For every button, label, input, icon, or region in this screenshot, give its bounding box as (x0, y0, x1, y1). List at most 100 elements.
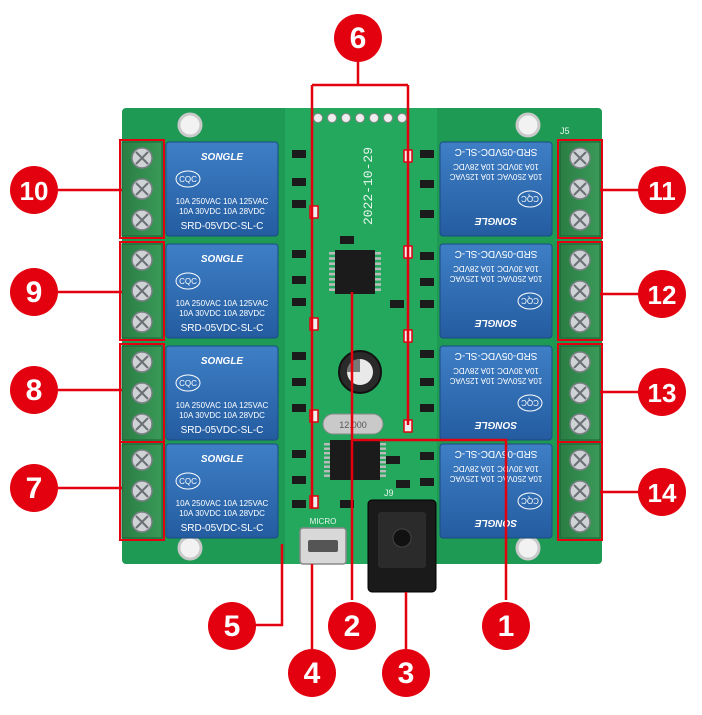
relay-badge: CQC (521, 194, 539, 203)
relay-rating-2: 10A 30VDC 10A 28VDC (453, 366, 539, 375)
smd-component (420, 452, 434, 460)
led-indicator (309, 317, 319, 331)
relay-model: SRD-05VDC-SL-C (455, 350, 538, 361)
relay-rating-2: 10A 30VDC 10A 28VDC (179, 207, 265, 216)
smd-component (292, 276, 306, 284)
relay-rating-2: 10A 30VDC 10A 28VDC (453, 464, 539, 473)
callout-number: 13 (648, 378, 677, 408)
relay-brand: SONGLE (201, 152, 244, 163)
callout-number: 10 (20, 176, 49, 206)
smd-component (292, 250, 306, 258)
relay-badge: CQC (521, 496, 539, 505)
relay-brand: SONGLE (201, 454, 244, 465)
callout-badge-12: 12 (638, 270, 686, 318)
smd-component (420, 350, 434, 358)
smd-component (420, 252, 434, 260)
relay-model: SRD-05VDC-SL-C (181, 221, 264, 232)
relay-badge: CQC (179, 477, 197, 486)
callout-badge-8: 8 (10, 366, 58, 414)
relay-badge: CQC (179, 379, 197, 388)
right-terminal-block-4 (559, 443, 601, 539)
callout-number: 6 (350, 22, 367, 55)
relay-badge: CQC (179, 175, 197, 184)
relay-rating-1: 10A 250VAC 10A 125VAC (176, 401, 269, 410)
microcontroller-chip (330, 440, 380, 480)
callout-number: 11 (648, 176, 676, 206)
relay-badge: CQC (521, 398, 539, 407)
relay-rating-1: 10A 250VAC 10A 125VAC (176, 299, 269, 308)
callout-number: 12 (648, 280, 677, 310)
relay-rating-1: 10A 250VAC 10A 125VAC (449, 474, 542, 483)
callout-number: 3 (398, 657, 415, 690)
left-terminal-block-3 (121, 345, 163, 441)
relay-rating-1: 10A 250VAC 10A 125VAC (176, 197, 269, 206)
led-indicator (309, 495, 319, 509)
callout-badge-4: 4 (288, 649, 336, 697)
relay-model: SRD-05VDC-SL-C (181, 425, 264, 436)
relay-model: SRD-05VDC-SL-C (455, 146, 538, 157)
smd-component (292, 200, 306, 208)
pin-header (313, 113, 407, 123)
callout-badge-3: 3 (382, 649, 430, 697)
smd-component (292, 298, 306, 306)
led-indicator (309, 205, 319, 219)
mounting-hole-top-left (177, 112, 203, 138)
smd-component (340, 500, 354, 508)
relay-brand: SONGLE (475, 317, 518, 328)
relay-rating-2: 10A 30VDC 10A 28VDC (453, 162, 539, 171)
smd-component (420, 278, 434, 286)
shift-register-chip (335, 250, 375, 294)
terminal-label: J5 (560, 126, 570, 136)
right-terminal-block-2 (559, 243, 601, 339)
relay-brand: SONGLE (475, 517, 518, 528)
power-jack-label: J9 (384, 488, 394, 498)
smd-component (292, 500, 306, 508)
callout-number: 8 (26, 374, 43, 407)
smd-component (390, 300, 404, 308)
callout-badge-5: 5 (208, 602, 256, 650)
mounting-hole-bottom-right (515, 535, 541, 561)
callout-number: 4 (304, 657, 321, 690)
relay-rating-1: 10A 250VAC 10A 125VAC (449, 172, 542, 181)
relay-model: SRD-05VDC-SL-C (181, 323, 264, 334)
smd-component (386, 456, 400, 464)
smd-component (292, 378, 306, 386)
callout-number: 7 (26, 472, 43, 505)
smd-component (292, 352, 306, 360)
relay-model: SRD-05VDC-SL-C (455, 448, 538, 459)
led-indicator (309, 409, 319, 423)
mounting-hole-top-right (515, 112, 541, 138)
relay-rating-1: 10A 250VAC 10A 125VAC (449, 376, 542, 385)
relay-badge: CQC (179, 277, 197, 286)
relay-brand: SONGLE (201, 356, 244, 367)
callout-badge-11: 11 (638, 166, 686, 214)
left-terminal-block-1 (121, 141, 163, 237)
usb-label: MICRO (310, 517, 337, 526)
date-code: 2022-10-29 (361, 147, 376, 225)
relay-model: SRD-05VDC-SL-C (455, 248, 538, 259)
right-terminal-block-3 (559, 345, 601, 441)
relay-rating-2: 10A 30VDC 10A 28VDC (179, 309, 265, 318)
relay-brand: SONGLE (475, 215, 518, 226)
relay-rating-2: 10A 30VDC 10A 28VDC (179, 411, 265, 420)
relay-model: SRD-05VDC-SL-C (181, 523, 264, 534)
callout-lines (58, 60, 640, 650)
right-terminal-block-1 (559, 141, 601, 237)
callout-badge-10: 10 (10, 166, 58, 214)
smd-component (420, 210, 434, 218)
relay-brand: SONGLE (475, 419, 518, 430)
callout-number: 9 (26, 276, 43, 309)
smd-component (292, 450, 306, 458)
callout-badge-13: 13 (638, 368, 686, 416)
smd-component (420, 378, 434, 386)
callout-number: 14 (648, 478, 677, 508)
